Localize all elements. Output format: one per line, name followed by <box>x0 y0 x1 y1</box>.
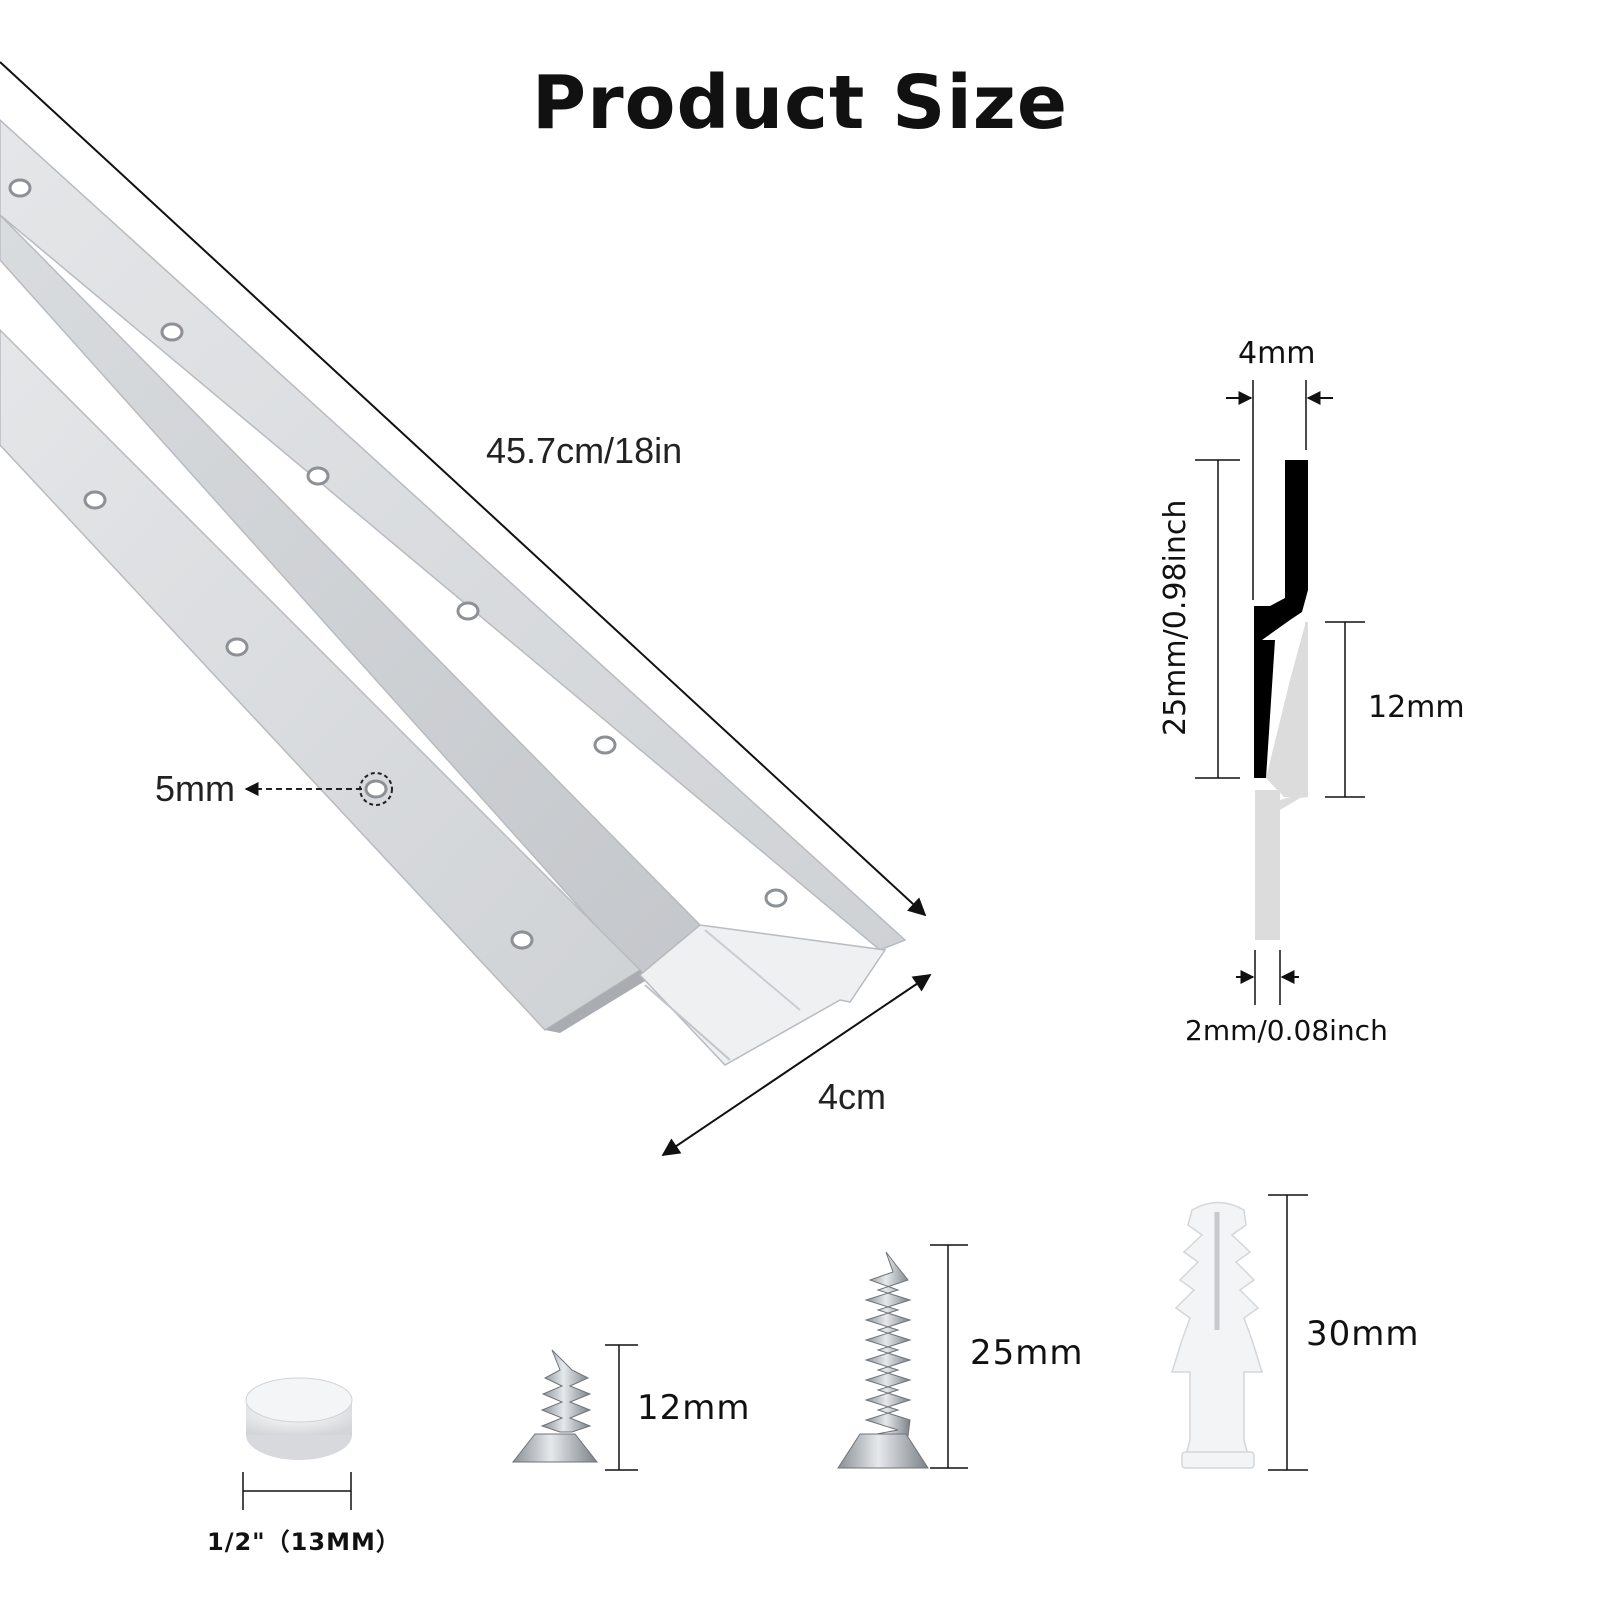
width-dimension-line <box>661 973 932 1157</box>
short-screw-label: 12mm <box>637 1388 751 1428</box>
wall-anchor <box>1170 1201 1264 1469</box>
short-screw <box>511 1349 599 1463</box>
bumper-pad <box>245 1377 353 1460</box>
bumper-size-label: 1/2"（13MM） <box>207 1528 401 1556</box>
bottom-thickness-label: 2mm/0.08inch <box>1185 1014 1388 1047</box>
profile-upper-part <box>1254 460 1308 778</box>
rail-hole <box>8 178 32 198</box>
page-title: Product Size <box>531 60 1069 146</box>
rail-width-label: 4cm <box>818 1076 887 1117</box>
rail-hole <box>510 930 534 950</box>
anchor-length-label: 30mm <box>1306 1314 1420 1354</box>
profile-cross-section <box>1254 460 1308 940</box>
long-screw <box>837 1251 929 1469</box>
profile-height-label: 25mm/0.98inch <box>1158 499 1193 736</box>
rail-front-edge <box>545 970 650 1033</box>
rail-hole <box>83 490 107 510</box>
length-dimension-line <box>0 61 927 917</box>
rail-length-label: 45.7cm/18in <box>486 430 683 471</box>
overlap-height-label: 12mm <box>1368 690 1465 725</box>
rail-hole <box>456 601 480 621</box>
rail-holes <box>8 178 788 950</box>
rail-hole <box>764 888 788 908</box>
rail-middle <box>0 213 702 977</box>
rail-hole <box>160 322 184 342</box>
top-thickness-label: 4mm <box>1238 336 1316 371</box>
rail-hole <box>593 735 617 755</box>
hole-diameter-label: 5mm <box>155 768 235 809</box>
aluminium-rails <box>0 118 907 1066</box>
rail-lower-step <box>638 924 887 1066</box>
rail-hole <box>225 637 249 657</box>
rail-hole <box>306 466 330 486</box>
long-screw-label: 25mm <box>970 1333 1084 1373</box>
rail-hole <box>364 779 388 799</box>
